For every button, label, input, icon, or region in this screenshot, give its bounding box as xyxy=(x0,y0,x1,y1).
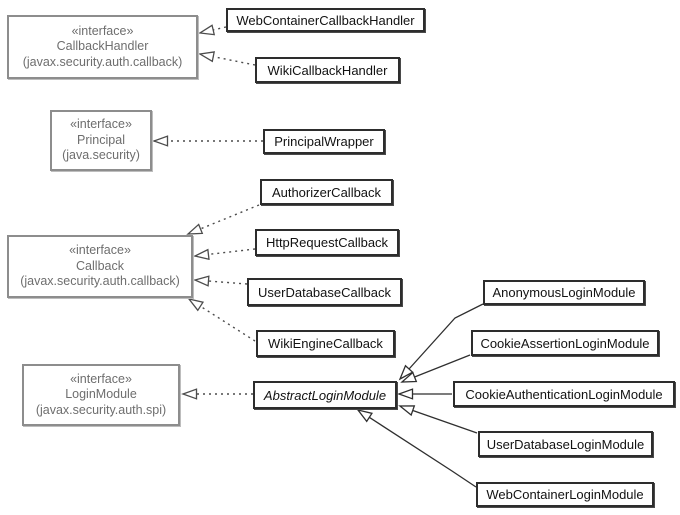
class-name: UserDatabaseCallback xyxy=(258,284,391,300)
class-box-abstractloginmodule[interactable]: AbstractLoginModule xyxy=(253,381,397,409)
realization-httprequestcallback-to-callback xyxy=(193,248,256,261)
generalization-cookieassertionloginmodule-to-abstractloginmodule xyxy=(400,354,471,383)
interface-box-principal[interactable]: «interface» Principal (java.security) xyxy=(50,110,152,171)
stereotype-label: «interface» xyxy=(70,117,132,132)
generalization-webcontainerloginmodule-to-abstractloginmodule xyxy=(356,408,477,488)
interface-name: Principal xyxy=(77,132,125,147)
generalization-anonymousloginmodule-to-abstractloginmodule xyxy=(398,303,484,381)
class-name: HttpRequestCallback xyxy=(265,235,389,250)
realization-wikicallbackhandler-to-callbackhandler xyxy=(198,51,256,66)
class-name: AuthorizerCallback xyxy=(271,184,382,200)
interface-box-callback[interactable]: «interface» Callback (javax.security.aut… xyxy=(7,235,193,298)
stereotype-label: «interface» xyxy=(71,23,134,38)
class-box-wikicallbackhandler[interactable]: WikiCallbackHandler xyxy=(255,57,400,83)
package-name: (javax.security.auth.spi) xyxy=(35,402,167,417)
class-box-wikienginecallback[interactable]: WikiEngineCallback xyxy=(256,330,395,357)
class-name: PrincipalWrapper xyxy=(274,134,374,149)
class-box-userdatabaseloginmodule[interactable]: UserDatabaseLoginModule xyxy=(478,431,653,457)
class-box-userdatabasecallback[interactable]: UserDatabaseCallback xyxy=(247,278,402,306)
generalization-userdatabaseloginmodule-to-abstractloginmodule xyxy=(398,405,478,434)
class-box-webcontainerloginmodule[interactable]: WebContainerLoginModule xyxy=(476,482,654,507)
interface-name: LoginModule xyxy=(65,387,137,402)
realization-wikienginecallback-to-callback xyxy=(187,297,256,342)
class-name: WikiCallbackHandler xyxy=(267,62,388,78)
class-name: WebContainerCallbackHandler xyxy=(236,12,415,28)
class-box-cookieauthenticationloginmodule[interactable]: CookieAuthenticationLoginModule xyxy=(453,381,675,407)
class-name: UserDatabaseLoginModule xyxy=(486,436,645,452)
class-box-authorizercallback[interactable]: AuthorizerCallback xyxy=(260,179,393,205)
class-box-cookieassertionloginmodule[interactable]: CookieAssertionLoginModule xyxy=(471,330,659,356)
class-box-httprequestcallback[interactable]: HttpRequestCallback xyxy=(255,229,399,256)
class-name: AbstractLoginModule xyxy=(263,387,387,403)
realization-authorizercallback-to-callback xyxy=(186,204,260,235)
stereotype-label: «interface» xyxy=(70,371,132,386)
package-name: (javax.security.auth.callback) xyxy=(20,274,180,289)
interface-box-loginmodule[interactable]: «interface» LoginModule (javax.security.… xyxy=(22,364,180,426)
class-name: WikiEngineCallback xyxy=(268,336,383,351)
realization-webcontainercallbackhandler-to-callbackhandler xyxy=(198,24,227,36)
class-name: CookieAuthenticationLoginModule xyxy=(465,386,663,402)
realization-userdatabasecallback-to-callback xyxy=(193,275,248,287)
package-name: (java.security) xyxy=(62,148,140,163)
class-name: CookieAssertionLoginModule xyxy=(480,335,650,351)
class-name: AnonymousLoginModule xyxy=(492,285,636,300)
stereotype-label: «interface» xyxy=(69,243,131,258)
class-box-anonymousloginmodule[interactable]: AnonymousLoginModule xyxy=(483,280,645,305)
class-box-webcontainercallbackhandler[interactable]: WebContainerCallbackHandler xyxy=(226,8,425,32)
class-name: WebContainerLoginModule xyxy=(486,487,644,502)
interface-box-callbackhandler[interactable]: «interface» CallbackHandler (javax.secur… xyxy=(7,15,198,79)
interface-name: CallbackHandler xyxy=(56,39,149,54)
interface-name: Callback xyxy=(76,258,124,273)
package-name: (javax.security.auth.callback) xyxy=(22,54,183,69)
class-box-principalwrapper[interactable]: PrincipalWrapper xyxy=(263,129,385,154)
